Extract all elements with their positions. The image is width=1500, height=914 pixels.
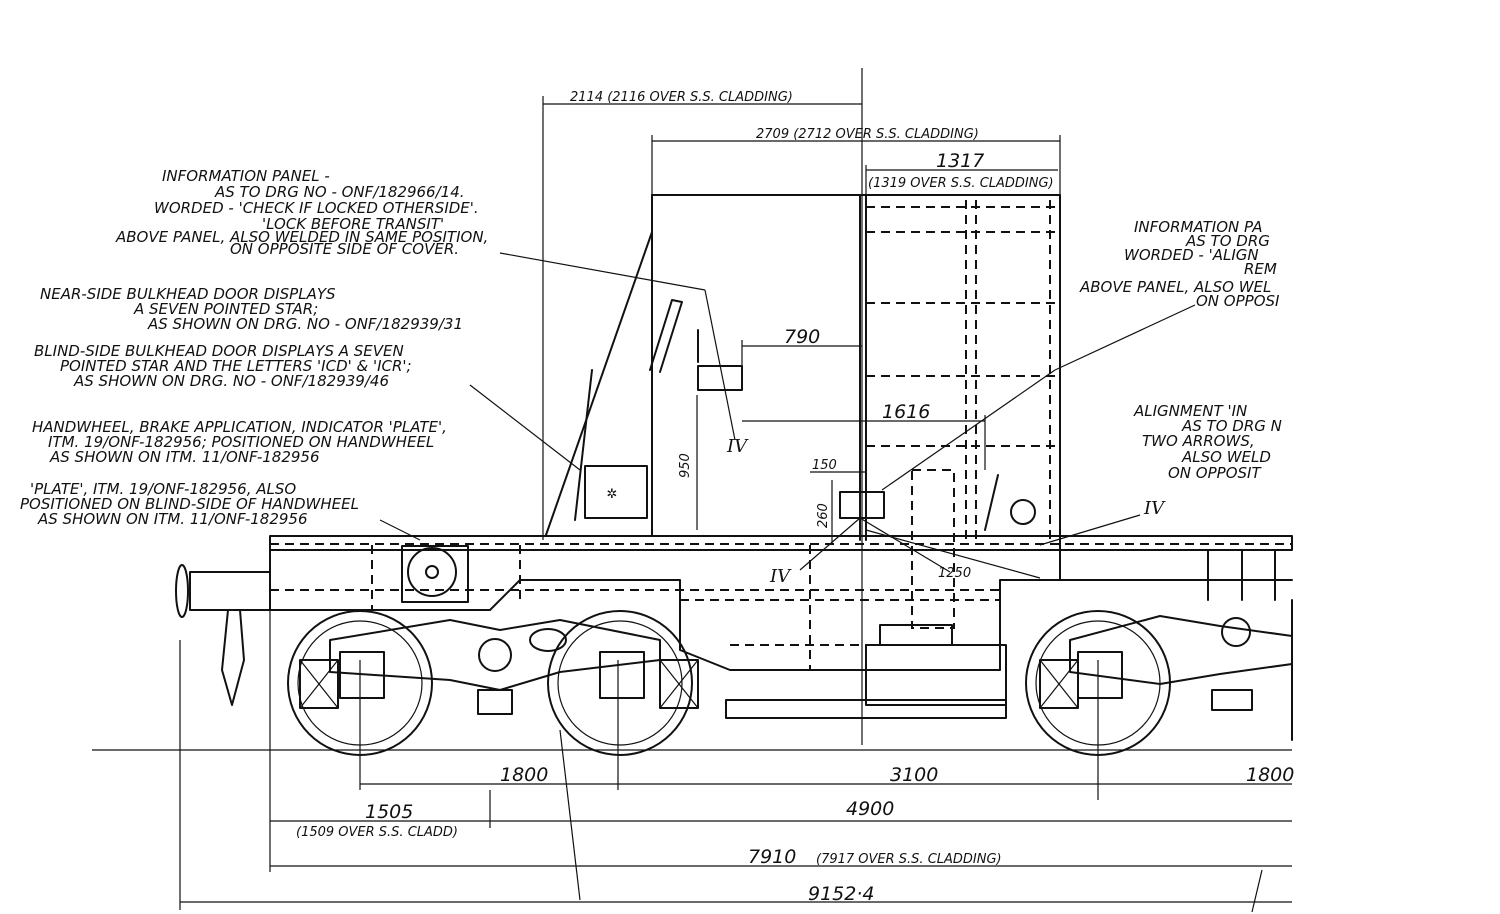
note-line: REM (1244, 260, 1277, 278)
note-line: AS TO DRG N (1181, 417, 1282, 435)
dim-7917: (7917 OVER S.S. CLADDING) (816, 852, 1002, 867)
note-line: ALIGNMENT 'IN (1133, 402, 1247, 420)
note-line: ABOVE PANEL, ALSO WELDED IN SAME POSITIO… (115, 228, 488, 246)
dim-1250: 1250 (938, 566, 971, 581)
dim-2114: 2114 (2116 OVER S.S. CLADDING) (570, 90, 793, 105)
note-line: AS SHOWN ON DRG. NO - ONF/182939/46 (73, 372, 389, 390)
dim-1319: (1319 OVER S.S. CLADDING) (868, 176, 1054, 191)
dim-1509: (1509 OVER S.S. CLADD) (296, 825, 458, 840)
note-line: NEAR-SIDE BULKHEAD DOOR DISPLAYS (40, 285, 336, 303)
note-line: ON OPPOSITE SIDE OF COVER. (230, 240, 459, 258)
dim-790: 790 (784, 326, 820, 348)
dim-4900: 4900 (846, 798, 894, 820)
note-line: WORDED - 'CHECK IF LOCKED OTHERSIDE'. (154, 199, 479, 217)
note-line: BLIND-SIDE BULKHEAD DOOR DISPLAYS A SEVE… (34, 342, 404, 360)
dim-2709: 2709 (2712 OVER S.S. CLADDING) (756, 127, 979, 142)
iv-marker: IV (769, 566, 792, 587)
bogie-left (287, 610, 699, 756)
dim-7910: 7910 (748, 846, 796, 868)
dim-1505: 1505 (365, 801, 413, 823)
note-line: POSITIONED ON BLIND-SIDE OF HANDWHEEL (20, 495, 359, 513)
svg-text:✲: ✲ (607, 487, 618, 502)
note-line: ABOVE PANEL, ALSO WEL (1079, 278, 1271, 296)
note-line: 'LOCK BEFORE TRANSIT' (262, 215, 444, 233)
dim-3100: 3100 (890, 764, 938, 786)
note-plate: 'PLATE', ITM. 19/ONF-182956, ALSO POSITI… (20, 480, 359, 528)
note-handwheel: HANDWHEEL, BRAKE APPLICATION, INDICATOR … (32, 418, 447, 466)
note-line: AS TO DRG (1185, 232, 1270, 250)
iv-marker: IV (726, 436, 749, 457)
note-line: ALSO WELD (1181, 448, 1271, 466)
dim-1800-left: 1800 (500, 764, 548, 786)
iv-marker: IV (1143, 498, 1166, 519)
note-info-panel-left: INFORMATION PANEL - AS TO DRG NO - ONF/1… (115, 167, 488, 258)
note-line: ITM. 19/ONF-182956; POSITIONED ON HANDWH… (48, 433, 434, 451)
note-line: WORDED - 'ALIGN (1124, 246, 1259, 264)
note-line: ON OPPOSI (1196, 292, 1280, 310)
dimension-labels: 2114 (2116 OVER S.S. CLADDING) 2709 (271… (296, 90, 1294, 905)
note-line: AS SHOWN ON ITM. 11/ONF-182956 (37, 510, 308, 528)
note-line: A SEVEN POINTED STAR; (133, 300, 318, 318)
underframe (175, 469, 1293, 719)
note-line: ON OPPOSIT (1168, 464, 1262, 482)
note-line: AS SHOWN ON ITM. 11/ONF-182956 (49, 448, 320, 466)
note-line: INFORMATION PA (1134, 218, 1263, 236)
note-line: HANDWHEEL, BRAKE APPLICATION, INDICATOR … (32, 418, 447, 436)
note-line: 'PLATE', ITM. 19/ONF-182956, ALSO (30, 480, 296, 498)
bogie-right (1025, 599, 1293, 756)
note-near-side-door: NEAR-SIDE BULKHEAD DOOR DISPLAYS A SEVEN… (40, 285, 463, 333)
note-line: TWO ARROWS, (1142, 432, 1255, 450)
dim-950: 950 (678, 453, 693, 478)
note-line: AS TO DRG NO - ONF/182966/14. (214, 183, 465, 201)
dim-1317: 1317 (936, 150, 984, 172)
iv-markers: IV IV IV (726, 436, 1166, 587)
dim-9152: 9152·4 (808, 883, 874, 905)
note-line: POINTED STAR AND THE LETTERS 'ICD' & 'IC… (60, 357, 412, 375)
note-line: AS SHOWN ON DRG. NO - ONF/182939/31 (147, 315, 463, 333)
dim-260: 260 (816, 503, 831, 528)
dim-1800-right: 1800 (1246, 764, 1294, 786)
note-blind-side-door: BLIND-SIDE BULKHEAD DOOR DISPLAYS A SEVE… (34, 342, 412, 390)
bulkhead: ✲ (545, 194, 1061, 581)
dim-1616: 1616 (882, 401, 930, 423)
dimension-lines (92, 68, 1292, 913)
dim-150: 150 (812, 458, 837, 473)
note-line: INFORMATION PANEL - (162, 167, 330, 185)
note-alignment: ALIGNMENT 'IN AS TO DRG N TWO ARROWS, AL… (1133, 402, 1282, 482)
note-info-panel-right: INFORMATION PA AS TO DRG WORDED - 'ALIGN… (1079, 218, 1280, 310)
